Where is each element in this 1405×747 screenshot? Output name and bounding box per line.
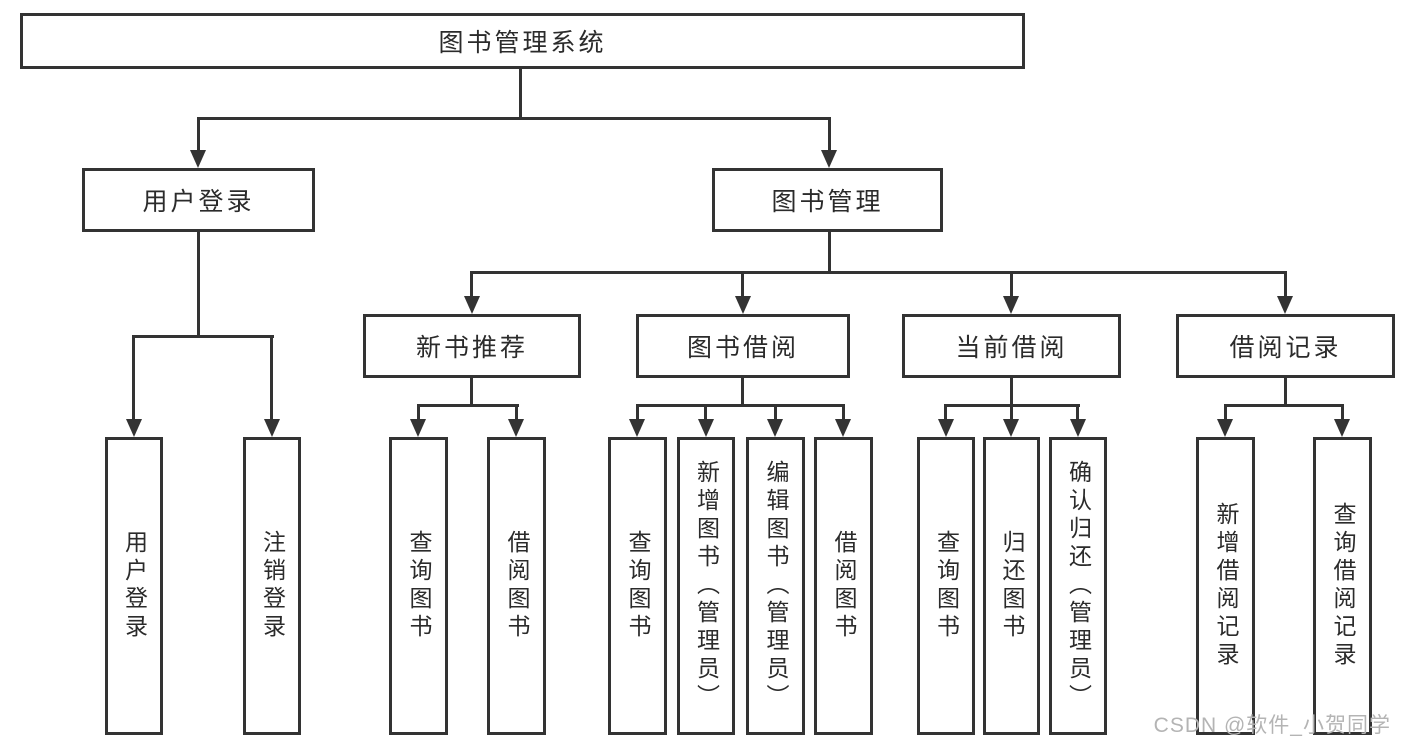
node-label: 借阅记录 xyxy=(1229,334,1342,362)
leaf-confirm-return-admin: 确认归还（管理员） xyxy=(1049,437,1107,735)
arrow-down-icon xyxy=(190,150,206,168)
connector-line xyxy=(132,335,274,338)
leaf-return-books: 归还图书 xyxy=(983,437,1040,735)
connector-line xyxy=(944,404,947,419)
connector-line xyxy=(519,69,522,120)
leaf-query-books: 查询图书 xyxy=(389,437,448,735)
node-label: 新书推荐 xyxy=(415,334,528,362)
connector-line xyxy=(417,404,519,407)
leaf-borrow-books: 借阅图书 xyxy=(814,437,873,735)
leaf-logout: 注销登录 xyxy=(243,437,301,735)
connector-line xyxy=(470,378,473,404)
connector-line xyxy=(270,335,273,419)
connector-line xyxy=(417,404,420,419)
connector-line xyxy=(741,378,744,404)
connector-line xyxy=(515,404,518,419)
arrow-down-icon xyxy=(821,150,837,168)
arrow-down-icon xyxy=(629,419,645,437)
leaf-label: 编辑图书（管理员） xyxy=(763,460,789,712)
connector-line xyxy=(1010,404,1013,419)
arrow-down-icon xyxy=(1217,419,1233,437)
connector-line xyxy=(1341,404,1344,419)
arrow-down-icon xyxy=(464,296,480,314)
connector-line xyxy=(1284,378,1287,404)
arrow-down-icon xyxy=(1003,419,1019,437)
node-new-book-recommend: 新书推荐 xyxy=(363,314,581,378)
connector-line xyxy=(197,232,200,335)
leaf-label: 新增借阅记录 xyxy=(1213,502,1239,670)
leaf-label: 用户登录 xyxy=(121,530,148,642)
arrow-down-icon xyxy=(767,419,783,437)
connector-line xyxy=(828,232,831,273)
connector-line xyxy=(704,404,707,419)
node-book-borrow: 图书借阅 xyxy=(636,314,850,378)
arrow-down-icon xyxy=(508,419,524,437)
leaf-label: 查询图书 xyxy=(625,530,651,642)
connector-line xyxy=(1010,378,1013,404)
connector-line xyxy=(470,271,1287,274)
arrow-down-icon xyxy=(735,296,751,314)
connector-line xyxy=(1010,271,1013,296)
connector-line xyxy=(1224,404,1227,419)
node-label: 当前借阅 xyxy=(955,334,1068,362)
connector-line xyxy=(132,335,135,419)
connector-line xyxy=(741,271,744,296)
connector-line xyxy=(1284,271,1287,296)
node-library-system: 图书管理系统 xyxy=(20,13,1025,69)
connector-line xyxy=(774,404,777,419)
connector-line xyxy=(1076,404,1079,419)
arrow-down-icon xyxy=(126,419,142,437)
leaf-label: 注销登录 xyxy=(259,530,286,642)
leaf-label: 查询借阅记录 xyxy=(1330,502,1356,670)
connector-line xyxy=(828,117,831,152)
arrow-down-icon xyxy=(410,419,426,437)
arrow-down-icon xyxy=(938,419,954,437)
arrow-down-icon xyxy=(698,419,714,437)
connector-line xyxy=(1224,404,1344,407)
node-label: 图书管理 xyxy=(771,188,884,216)
leaf-label: 确认归还（管理员） xyxy=(1065,460,1092,712)
connector-line xyxy=(842,404,845,419)
leaf-query-books: 查询图书 xyxy=(917,437,975,735)
arrow-down-icon xyxy=(1070,419,1086,437)
leaf-label: 查询图书 xyxy=(406,530,432,642)
node-label: 图书借阅 xyxy=(686,334,799,362)
csdn-watermark: CSDN @软件_小贺同学 xyxy=(1153,714,1391,737)
leaf-label: 归还图书 xyxy=(999,530,1025,642)
arrow-down-icon xyxy=(835,419,851,437)
arrow-down-icon xyxy=(1334,419,1350,437)
leaf-label: 借阅图书 xyxy=(504,530,530,642)
leaf-query-books: 查询图书 xyxy=(608,437,667,735)
node-book-management: 图书管理 xyxy=(712,168,943,232)
leaf-query-borrow-record: 查询借阅记录 xyxy=(1313,437,1372,735)
leaf-edit-books-admin: 编辑图书（管理员） xyxy=(746,437,805,735)
connector-line xyxy=(636,404,639,419)
arrow-down-icon xyxy=(264,419,280,437)
connector-line xyxy=(197,117,831,120)
arrow-down-icon xyxy=(1277,296,1293,314)
connector-line xyxy=(197,117,200,152)
node-current-borrow: 当前借阅 xyxy=(902,314,1121,378)
leaf-borrow-books: 借阅图书 xyxy=(487,437,546,735)
node-label: 用户登录 xyxy=(142,188,255,216)
leaf-add-books-admin: 新增图书（管理员） xyxy=(677,437,735,735)
node-label: 图书管理系统 xyxy=(438,29,607,57)
connector-line xyxy=(470,271,473,296)
arrow-down-icon xyxy=(1003,296,1019,314)
node-borrow-records: 借阅记录 xyxy=(1176,314,1395,378)
leaf-user-login: 用户登录 xyxy=(105,437,163,735)
connector-line xyxy=(636,404,845,407)
node-user-login: 用户登录 xyxy=(82,168,315,232)
leaf-label: 查询图书 xyxy=(933,530,960,642)
leaf-label: 新增图书（管理员） xyxy=(693,460,720,712)
leaf-label: 借阅图书 xyxy=(831,530,857,642)
leaf-add-borrow-record: 新增借阅记录 xyxy=(1196,437,1255,735)
